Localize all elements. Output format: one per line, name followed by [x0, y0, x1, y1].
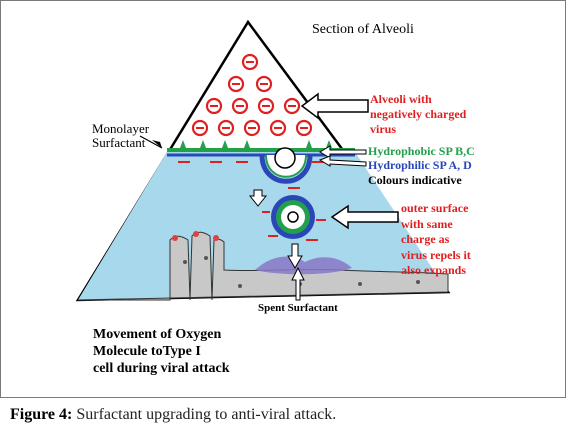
- engulfing-pocket: [259, 154, 313, 184]
- spent-surfactant-label: Spent Surfactant: [258, 302, 338, 314]
- spent-surfactant: [255, 256, 352, 275]
- arrow-hydrophilic: [318, 155, 367, 167]
- arrow-outer-surface: [330, 204, 399, 230]
- arrow-spent: [291, 266, 305, 301]
- arrow-hydrophobic: [319, 145, 367, 159]
- type-i-cells: [77, 231, 449, 301]
- figure-caption: Figure 4: Surfactant upgrading to anti-v…: [10, 406, 336, 424]
- arrow-monolayer-line: [139, 135, 163, 149]
- caption-figure-number: Figure 4:: [10, 406, 73, 423]
- outer-surface-label: outer surface with same charge as virus …: [401, 201, 471, 277]
- caption-text: Surfactant upgrading to anti-viral attac…: [72, 406, 337, 423]
- colours-label: Colours indicative: [368, 173, 462, 187]
- arrow-alveoli-virus: [300, 92, 369, 120]
- figure-frame: [0, 0, 566, 398]
- down-arrow-center: [287, 243, 303, 269]
- engulfed-virus: [274, 147, 296, 169]
- cell-tips: [172, 231, 219, 241]
- surfactant-heads: [180, 140, 332, 148]
- alveoli-diagram: [75, 19, 451, 302]
- movement-label: Movement of Oxygen Molecule toType I cel…: [93, 327, 230, 376]
- encapsulated-virus-core: [287, 211, 299, 223]
- alveoli-virus-label: Alveoli with negatively charged virus: [370, 92, 467, 136]
- repel-charges: [262, 187, 326, 241]
- negative-viruses: [191, 53, 313, 137]
- section-title: Section of Alveoli: [312, 22, 414, 37]
- monolayer-label: Monolayer Surfactant: [92, 121, 150, 150]
- down-arrow-left: [248, 189, 268, 207]
- hydrophobic-label: Hydrophobic SP B,C: [368, 144, 475, 158]
- hydrophilic-label: Hydrophilic SP A, D: [368, 158, 472, 172]
